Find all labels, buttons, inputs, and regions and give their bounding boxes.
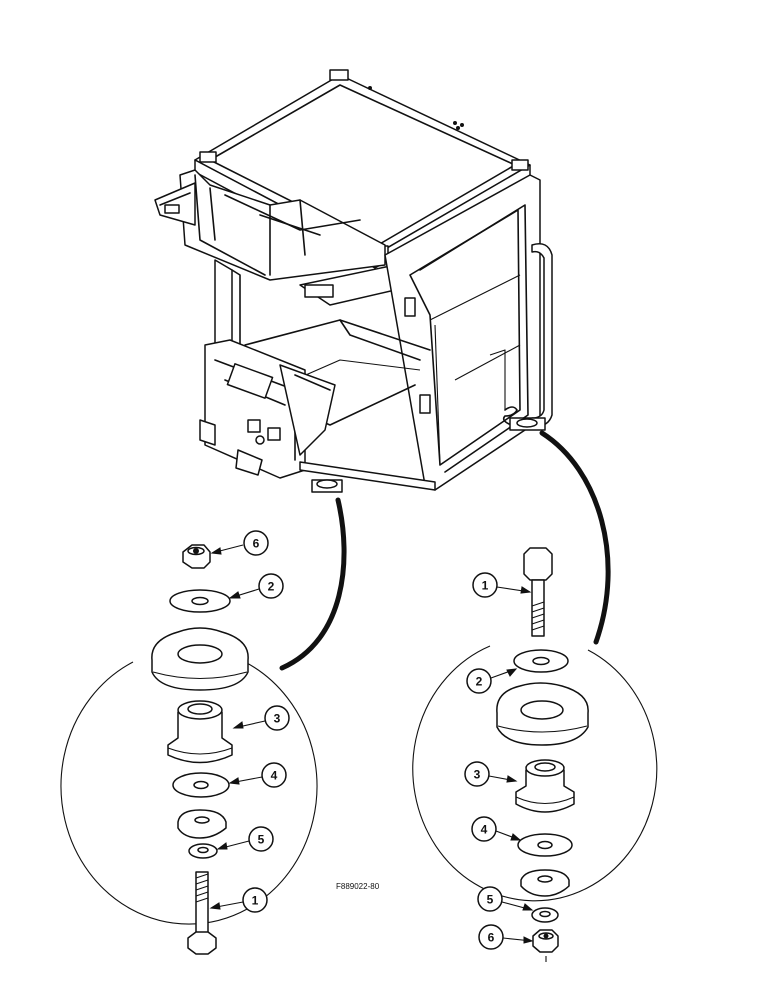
callout-right-6: 6 — [478, 924, 534, 950]
right-washer-small — [531, 907, 559, 923]
callout-left-5-label: 5 — [258, 833, 265, 847]
left-washer-upper — [169, 589, 231, 613]
left-nut — [182, 544, 211, 569]
left-bushing — [167, 700, 233, 764]
callout-left-1-label: 1 — [252, 894, 259, 908]
left-bolt — [187, 871, 217, 955]
right-isolator-bottom — [520, 869, 570, 897]
callout-right-1: 1 — [472, 572, 532, 598]
callout-left-1: 1 — [209, 887, 268, 913]
left-mount-stack — [151, 544, 249, 955]
callout-left-5: 5 — [216, 826, 274, 852]
callout-right-4: 4 — [471, 816, 522, 842]
callout-right-5: 5 — [477, 886, 534, 912]
callout-left-3-label: 3 — [274, 712, 281, 726]
callout-left-4: 4 — [228, 762, 287, 788]
callout-left-6: 6 — [210, 530, 269, 556]
callout-right-3-label: 3 — [474, 768, 481, 782]
right-washer-lower — [517, 833, 573, 857]
callout-left-6-label: 6 — [253, 537, 260, 551]
cab-illustration — [154, 69, 553, 493]
left-isolator-bottom — [177, 809, 227, 839]
right-bushing — [515, 759, 575, 813]
left-washer-lower — [172, 772, 230, 798]
left-mount-leader-curve — [279, 497, 347, 671]
right-mount-stack — [496, 547, 589, 962]
callout-right-5-label: 5 — [487, 893, 494, 907]
callout-right-2-label: 2 — [476, 675, 483, 689]
left-callouts: 6 2 3 4 5 1 — [209, 530, 290, 913]
callout-left-3: 3 — [232, 705, 290, 731]
left-isolator-top — [151, 627, 249, 691]
right-bolt — [523, 547, 553, 637]
right-mount-leader-curve — [539, 430, 611, 645]
callout-right-1-label: 1 — [482, 579, 489, 593]
right-washer-upper — [513, 649, 569, 673]
left-detail-circle — [60, 661, 318, 925]
figure-code: F889022-80 — [336, 882, 380, 891]
right-callouts: 1 2 3 4 5 6 — [464, 572, 534, 950]
callout-left-2-label: 2 — [268, 580, 275, 594]
right-isolator-top — [496, 682, 589, 746]
callout-right-3: 3 — [464, 761, 518, 787]
callout-right-4-label: 4 — [481, 823, 488, 837]
callout-left-4-label: 4 — [271, 769, 278, 783]
callout-right-2: 2 — [466, 668, 518, 694]
callout-left-2: 2 — [228, 573, 284, 599]
right-nut — [532, 929, 559, 962]
callout-right-6-label: 6 — [488, 931, 495, 945]
left-washer-small — [188, 843, 218, 859]
right-detail-circle — [412, 645, 658, 902]
